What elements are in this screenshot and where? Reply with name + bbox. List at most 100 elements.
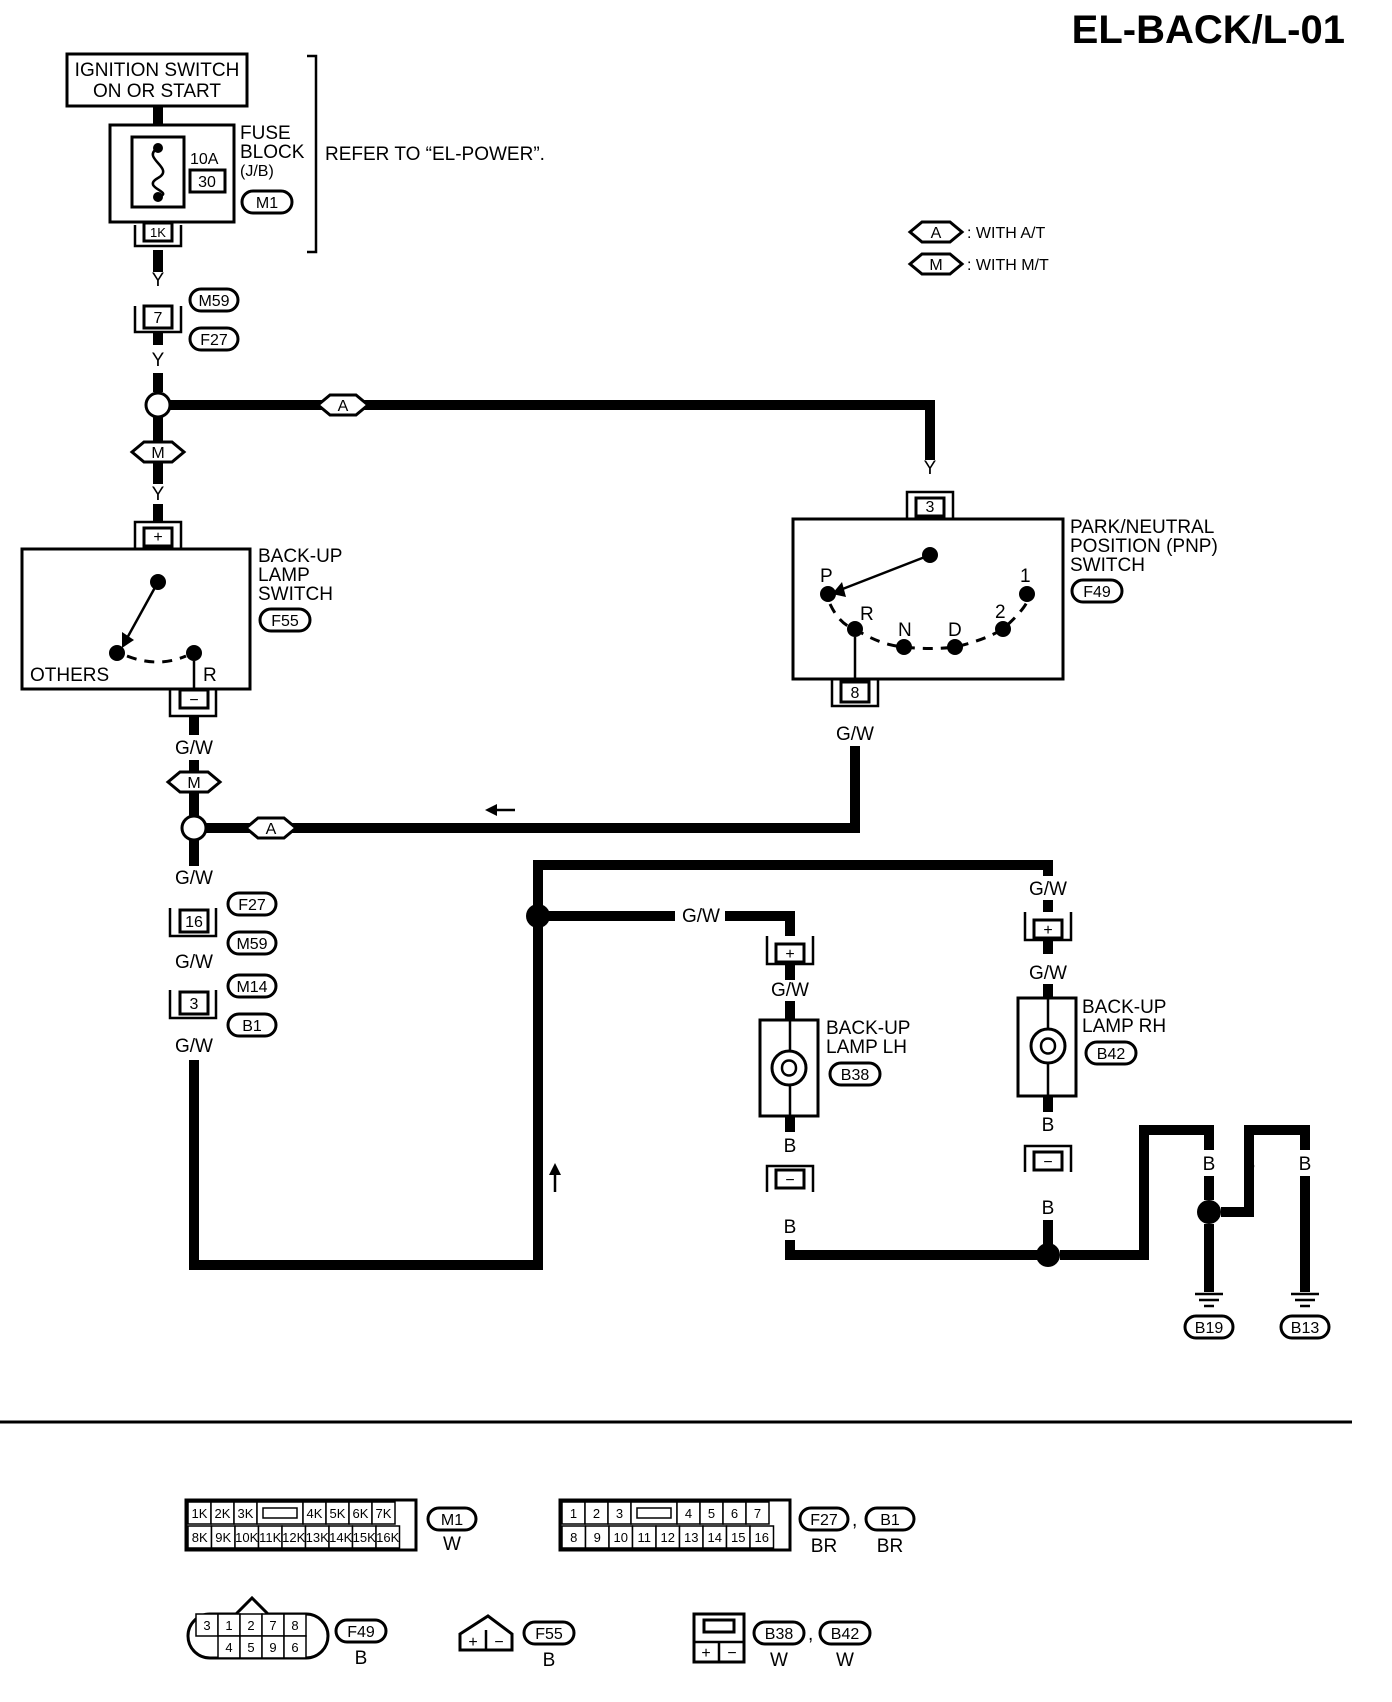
ignition-line1: IGNITION SWITCH: [75, 60, 240, 81]
ignition-switch-box: [65, 52, 249, 108]
term-minus-rh: −: [1043, 1154, 1052, 1171]
pin-label: 10: [614, 1530, 628, 1545]
legend: A : WITH A/T M : WITH M/T: [907, 220, 1049, 276]
switch-r: R: [203, 665, 217, 686]
svg-text:−: −: [727, 1645, 736, 1662]
svg-text:B: B: [543, 1650, 556, 1671]
wire-gw-lh-top: G/W: [682, 906, 720, 927]
term-8-pnp: 8: [851, 685, 860, 702]
pnp-line2: POSITION (PNP): [1070, 536, 1218, 557]
pin-label: 2: [593, 1506, 600, 1521]
conn-m14: M14: [236, 979, 267, 996]
pnp-d: D: [948, 620, 962, 641]
pnp-line1: PARK/NEUTRAL: [1070, 517, 1214, 538]
wire-gw-3: G/W: [175, 952, 213, 973]
pin-label: 4K: [307, 1506, 323, 1521]
pin-label: 6: [731, 1506, 738, 1521]
conn-f55: F55: [271, 613, 299, 630]
pin-label: 3: [203, 1618, 210, 1633]
ground-icon-b13: [1291, 1292, 1319, 1308]
pin-label: 7: [269, 1618, 276, 1633]
svg-text:W: W: [770, 1650, 788, 1671]
svg-text:M: M: [929, 257, 942, 274]
pin-label: 9K: [215, 1530, 231, 1545]
term-3-pnp: 3: [926, 499, 935, 516]
svg-text:F49: F49: [347, 1624, 375, 1641]
conn-b38: B38: [841, 1067, 870, 1084]
junction-node-top: [144, 391, 172, 419]
fuse-label2: BLOCK: [240, 142, 305, 163]
pnp-2: 2: [995, 602, 1006, 623]
flow-arrow-left: [485, 804, 497, 816]
svg-text:F27: F27: [810, 1512, 838, 1529]
wire-gw-rh-top: G/W: [1029, 879, 1067, 900]
svg-text:B: B: [355, 1648, 368, 1669]
pin-label: 4: [225, 1640, 232, 1655]
refer-note: REFER TO “EL-POWER”.: [325, 144, 545, 165]
svg-text:BR: BR: [811, 1536, 837, 1557]
pin-label: 14K: [329, 1530, 352, 1545]
svg-text:A: A: [931, 225, 942, 242]
conn-m59-b: M59: [236, 936, 267, 953]
pin-label: 10K: [235, 1530, 258, 1545]
conn-b42: B42: [1097, 1046, 1126, 1063]
wire-y-1: Y: [152, 270, 165, 291]
fuse-number: 30: [198, 174, 216, 191]
pnp-n: N: [898, 620, 912, 641]
pin-label: 5K: [330, 1506, 346, 1521]
wire-b-g3: B: [1299, 1154, 1312, 1175]
pin-label: 8K: [192, 1530, 208, 1545]
pin-label: 12K: [282, 1530, 305, 1545]
wire-gw-lh: G/W: [771, 980, 809, 1001]
term-plus-rh: +: [1043, 922, 1052, 939]
term-1k: 1K: [150, 225, 166, 240]
svg-text:BR: BR: [877, 1536, 903, 1557]
lamp-rh-line1: BACK-UP: [1082, 997, 1166, 1018]
svg-text:B38: B38: [765, 1626, 794, 1643]
pnp-r: R: [860, 604, 874, 625]
flow-arrow-up: [549, 1163, 561, 1175]
pin-label: 2: [247, 1618, 254, 1633]
conn-m59: M59: [198, 293, 229, 310]
wire-gw-4: G/W: [175, 1036, 213, 1057]
connector-face-b38: + − B38 , B42 W W: [692, 1612, 872, 1671]
pin-label: 3: [616, 1506, 623, 1521]
tag-m-top: M: [151, 445, 164, 462]
pin-label: 14: [708, 1530, 722, 1545]
lamp-lh-line2: LAMP LH: [826, 1037, 907, 1058]
lamp-lh-line1: BACK-UP: [826, 1018, 910, 1039]
pnp-1: 1: [1020, 566, 1031, 587]
svg-text:W: W: [443, 1534, 461, 1555]
pin-label: 1K: [192, 1506, 208, 1521]
term-7: 7: [154, 310, 163, 327]
term-plus-switch: +: [153, 529, 162, 546]
term-plus-lh: +: [785, 946, 794, 963]
pin-label: 16: [755, 1530, 769, 1545]
wire-gw-2: G/W: [175, 868, 213, 889]
term-3: 3: [190, 996, 199, 1013]
term-minus-switch: −: [189, 692, 198, 709]
bulb-rh-icon: [1029, 1027, 1067, 1065]
wire-gw-pnp: G/W: [836, 724, 874, 745]
pin-label: 3K: [238, 1506, 254, 1521]
pin-label: 8: [291, 1618, 298, 1633]
conn-b19: B19: [1195, 1320, 1224, 1337]
ground-icon-b19: [1195, 1292, 1223, 1308]
page-title: EL-BACK/L-01: [1072, 8, 1345, 52]
backup-switch-line1: BACK-UP: [258, 546, 342, 567]
wire-y-4: Y: [152, 484, 165, 505]
wire-b-lh2: B: [784, 1217, 797, 1238]
lamp-rh-line2: LAMP RH: [1082, 1016, 1166, 1037]
svg-text:M1: M1: [441, 1512, 463, 1529]
connector-face-f55: + − F55 B: [458, 1614, 576, 1671]
pin-label: 9: [594, 1530, 601, 1545]
fuse-label3: (J/B): [240, 163, 274, 180]
pin-label: 4: [685, 1506, 692, 1521]
conn-f27-b: F27: [238, 897, 266, 914]
wire-gw-rh: G/W: [1029, 963, 1067, 984]
pin-label: 11: [638, 1530, 652, 1545]
pin-label: 7: [754, 1506, 761, 1521]
bulb-lh-icon: [770, 1049, 808, 1087]
